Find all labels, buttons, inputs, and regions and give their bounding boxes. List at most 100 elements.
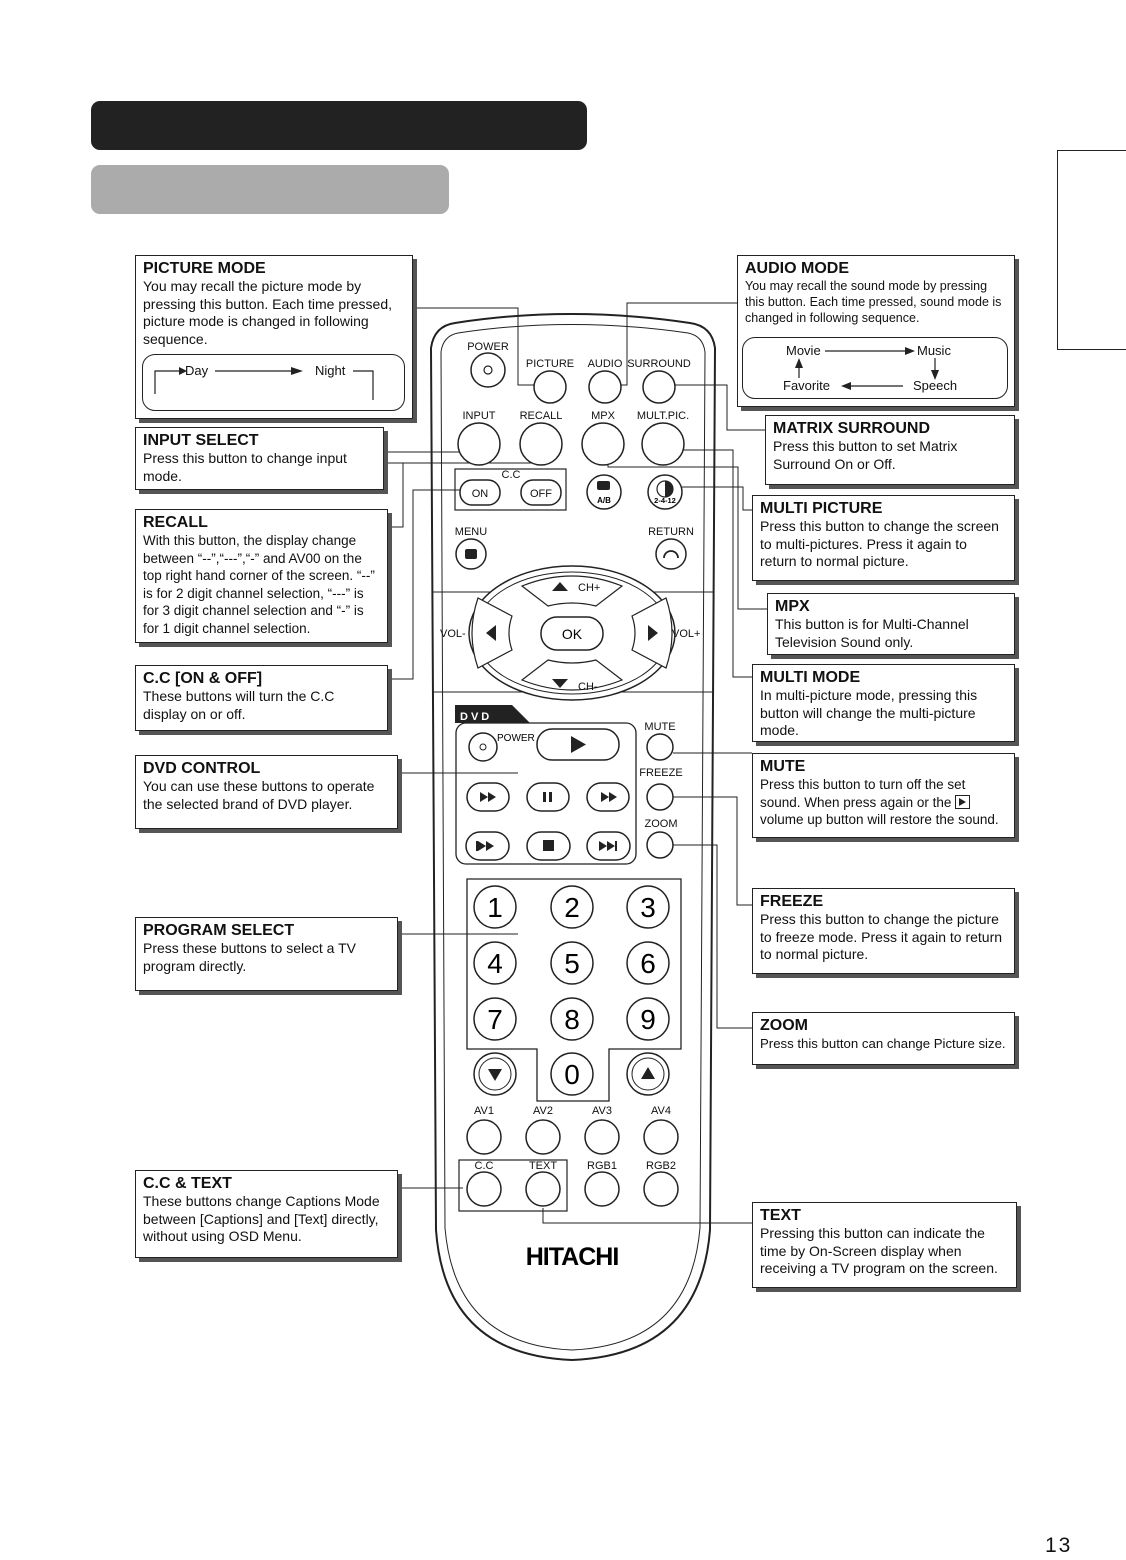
cc-text-callout: C.C & TEXT These buttons change Captions…: [135, 1170, 398, 1258]
power-label: POWER: [467, 341, 509, 353]
rgb2-button[interactable]: [643, 1171, 679, 1207]
recall-button[interactable]: [519, 422, 563, 466]
av2-button[interactable]: [525, 1119, 561, 1155]
dvd-control-callout: DVD CONTROL You can use these buttons to…: [135, 755, 398, 829]
digit-button-7[interactable]: [473, 997, 517, 1041]
cc-label: C.C: [475, 1160, 494, 1172]
digit-button-9[interactable]: [626, 997, 670, 1041]
audio-mode-title: AUDIO MODE: [745, 260, 849, 277]
audio-button[interactable]: [588, 370, 622, 404]
text-callout: TEXT Pressing this button can indicate t…: [752, 1202, 1017, 1288]
audio-mode-sequence: Movie Music Speech Favorite: [742, 337, 1008, 399]
seq-day: Day: [185, 363, 209, 378]
text-label: TEXT: [529, 1160, 557, 1172]
digit-label-3: 3: [640, 892, 656, 923]
digit-label-8: 8: [564, 1004, 580, 1035]
digit-button-0[interactable]: [550, 1052, 594, 1096]
mpx-body: This button is for Multi-Channel Televis…: [775, 616, 969, 650]
digit-button-6[interactable]: [626, 941, 670, 985]
freeze-title: FREEZE: [760, 893, 824, 910]
rgb1-label: RGB1: [587, 1160, 617, 1172]
digit-button-2[interactable]: [550, 885, 594, 929]
digit-label-9: 9: [640, 1004, 656, 1035]
multpic-label: MULT.PIC.: [637, 410, 689, 422]
up-triangle-icon: [641, 1067, 655, 1079]
av4-button[interactable]: [643, 1119, 679, 1155]
pause-icon: [549, 792, 552, 802]
cc-on-button[interactable]: [459, 479, 501, 506]
cc-on-off-title: C.C [ON & OFF]: [143, 670, 263, 687]
cc-off-button[interactable]: [520, 479, 562, 506]
av1-button[interactable]: [466, 1119, 502, 1155]
rewind-icon: [488, 792, 496, 802]
audio-label: AUDIO: [588, 358, 623, 370]
picture-button[interactable]: [533, 370, 567, 404]
freeze-button[interactable]: [646, 783, 674, 811]
digit-label-0: 0: [564, 1059, 580, 1090]
digit-button-4[interactable]: [473, 941, 517, 985]
subsection-title-bar: [91, 165, 449, 214]
ab-button[interactable]: [586, 474, 622, 510]
matrix-surround-title: MATRIX SURROUND: [773, 420, 931, 437]
digit-button-1[interactable]: [473, 885, 517, 929]
freeze-body: Press this button to change the picture …: [760, 911, 1003, 963]
play-icon: [571, 736, 586, 753]
surround-button[interactable]: [642, 370, 676, 404]
play-box-icon: [955, 794, 971, 809]
digit-button-3[interactable]: [626, 885, 670, 929]
multpic-button[interactable]: [641, 422, 685, 466]
next-icon: [615, 841, 617, 851]
left-arrow-icon: [486, 625, 496, 641]
recall-title: RECALL: [143, 514, 208, 531]
mute-body-1: Press this button to turn off the set so…: [760, 777, 966, 810]
mpx-label: MPX: [591, 410, 616, 422]
audio-mode-body: You may recall the sound mode by pressin…: [745, 279, 1002, 325]
digit-button-5[interactable]: [550, 941, 594, 985]
dvd-control-title: DVD CONTROL: [143, 760, 261, 777]
dvd-label: DVD: [460, 711, 492, 723]
mpx-callout: MPX This button is for Multi-Channel Tel…: [767, 593, 1015, 655]
input-button[interactable]: [457, 422, 501, 466]
ch-down-button[interactable]: [520, 659, 624, 691]
ok-label: OK: [562, 626, 583, 642]
av1-label: AV1: [474, 1105, 494, 1117]
text-body: Pressing this button can indicate the ti…: [760, 1225, 998, 1277]
zoom-button[interactable]: [646, 831, 674, 859]
return-icon: [663, 550, 679, 559]
dvd-control-panel: [455, 722, 637, 865]
ok-button[interactable]: [540, 616, 604, 651]
cc-text-body: These buttons change Captions Mode betwe…: [143, 1193, 380, 1245]
digit-label-6: 6: [640, 948, 656, 979]
freeze-label: FREEZE: [639, 767, 682, 779]
picture-label: PICTURE: [526, 358, 574, 370]
dvd-pause-button[interactable]: [526, 782, 570, 812]
return-label: RETURN: [648, 526, 694, 538]
av3-label: AV3: [592, 1105, 612, 1117]
page-number: 13: [1045, 1534, 1073, 1557]
cc-off-label: OFF: [530, 488, 552, 500]
zoom-label: ZOOM: [645, 818, 678, 830]
digit-label-5: 5: [564, 948, 580, 979]
vol-plus-label: VOL+: [672, 628, 700, 640]
program-select-title: PROGRAM SELECT: [143, 922, 295, 939]
seq-speech: Speech: [913, 378, 958, 393]
digit-button-8[interactable]: [550, 997, 594, 1041]
mute-button[interactable]: [646, 733, 674, 761]
ab-label: A/B: [597, 496, 611, 505]
return-button[interactable]: [655, 538, 687, 570]
seq-favorite: Favorite: [783, 378, 830, 393]
av3-button[interactable]: [584, 1119, 620, 1155]
mpx-button[interactable]: [581, 422, 625, 466]
cc-group-label: C.C: [502, 469, 521, 481]
digit-label-4: 4: [487, 948, 503, 979]
hitachi-logo: HITACHI: [526, 1243, 619, 1271]
dvd-power-button[interactable]: [468, 732, 498, 762]
text-title: TEXT: [760, 1207, 801, 1224]
cc-text-title: C.C & TEXT: [143, 1175, 232, 1192]
ch-up-button[interactable]: [520, 575, 624, 607]
text-button[interactable]: [525, 1171, 561, 1207]
rgb1-button[interactable]: [584, 1171, 620, 1207]
power-button[interactable]: [470, 352, 506, 388]
cc-button[interactable]: [466, 1171, 502, 1207]
